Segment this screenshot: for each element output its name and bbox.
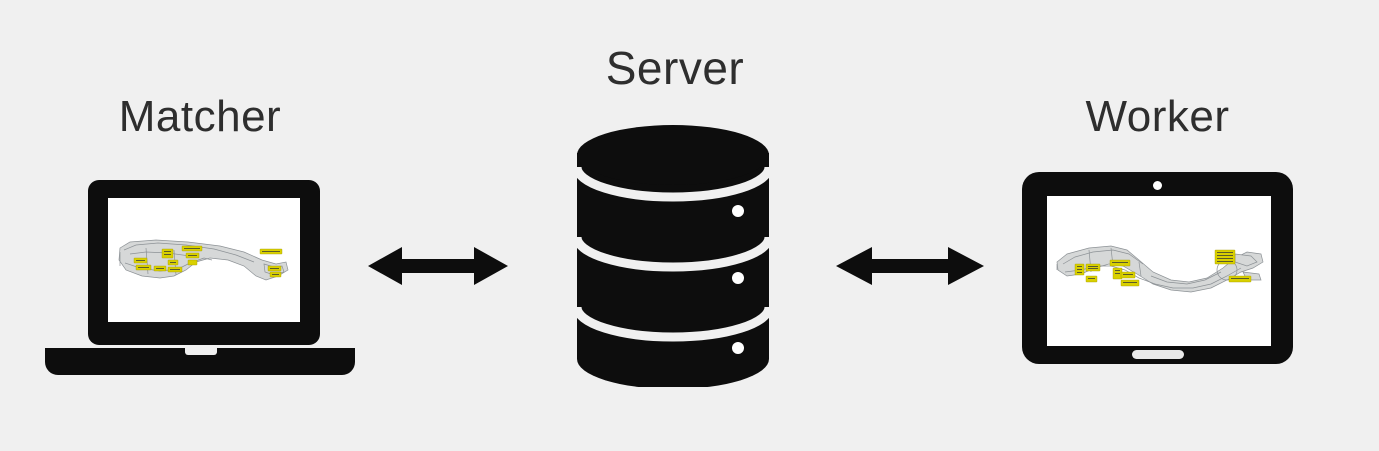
tablet-home-button[interactable] <box>1132 350 1184 359</box>
database-cylinder-icon <box>575 125 771 387</box>
server-led-1 <box>732 205 744 217</box>
cad-part-drawing-worker <box>1056 245 1264 293</box>
cad-part-drawing-matcher <box>118 239 289 281</box>
node-server[interactable]: Server <box>540 40 810 390</box>
matcher-screen <box>108 198 300 322</box>
double-arrow-icon <box>836 247 984 285</box>
double-arrow-icon <box>368 247 508 285</box>
database-svg <box>577 125 769 387</box>
matcher-server-arrow <box>368 243 508 289</box>
server-worker-arrow <box>836 243 984 289</box>
node-matcher[interactable]: Matcher <box>30 95 370 385</box>
worker-label: Worker <box>1085 92 1230 141</box>
server-label: Server <box>605 42 745 94</box>
laptop-icon <box>30 95 370 385</box>
laptop-base-notch <box>185 348 217 355</box>
worker-screen <box>1047 196 1271 346</box>
server-led-2 <box>732 272 744 284</box>
server-led-3 <box>732 342 744 354</box>
matcher-label: Matcher <box>118 92 282 141</box>
node-worker[interactable]: Worker <box>1005 95 1310 380</box>
tablet-camera-icon <box>1153 181 1162 190</box>
